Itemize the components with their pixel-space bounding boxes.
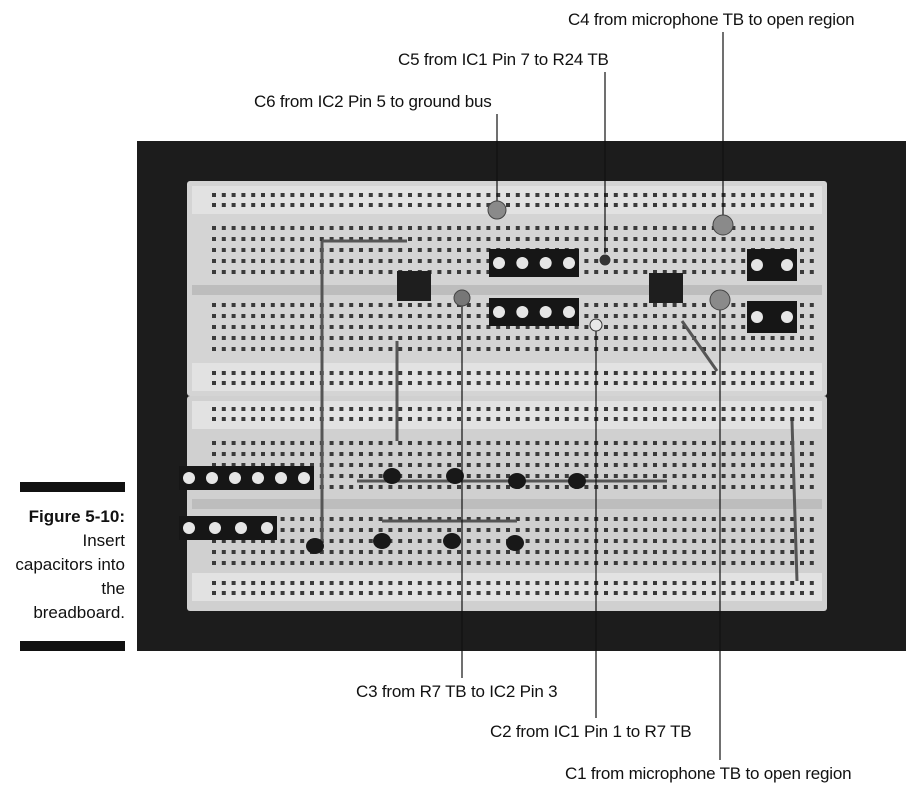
ic2-chip <box>649 273 683 303</box>
caption-top-rule <box>20 482 125 492</box>
caption-bottom-rule <box>20 641 125 651</box>
jumper-wire <box>790 420 799 582</box>
component <box>508 473 526 489</box>
jumper-wire <box>680 320 719 372</box>
figure-caption: Figure 5-10: Insert capacitors into the … <box>10 505 125 625</box>
component <box>373 533 391 549</box>
component <box>383 468 401 484</box>
figure-number: Figure 5-10: <box>28 507 125 526</box>
component <box>306 538 324 554</box>
terminal-block <box>179 466 314 490</box>
component <box>568 473 586 489</box>
callout-c4: C4 from microphone TB to open region <box>568 10 855 29</box>
terminal-block <box>179 516 277 540</box>
callout-c2: C2 from IC1 Pin 1 to R7 TB <box>490 722 692 741</box>
callout-c3: C3 from R7 TB to IC2 Pin 3 <box>356 682 558 701</box>
callout-c1: C1 from microphone TB to open region <box>565 764 852 783</box>
callout-c6: C6 from IC2 Pin 5 to ground bus <box>254 92 492 111</box>
callout-c5: C5 from IC1 Pin 7 to R24 TB <box>398 50 609 69</box>
component <box>443 533 461 549</box>
component <box>506 535 524 551</box>
ic1-chip <box>397 271 431 301</box>
figure-caption-text: Insert capacitors into the breadboard. <box>15 531 125 622</box>
component <box>446 468 464 484</box>
breadboard-photo <box>137 141 906 651</box>
